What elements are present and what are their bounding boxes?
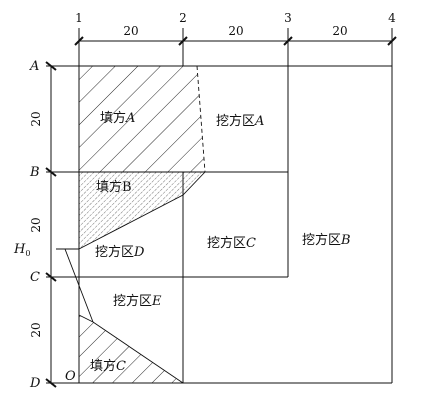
grid-letter-d: D [29, 376, 41, 391]
cut-b-label: 挖方区B [302, 232, 351, 248]
column-spacing-3: 20 [332, 24, 347, 38]
h0-subscript: 0 [25, 249, 30, 258]
origin-label: O [65, 369, 76, 384]
cut-c-label: 挖方区C [207, 235, 256, 251]
fill-region-b-hatch [79, 172, 205, 249]
fill-b-boundary [78, 171, 206, 250]
column-spacing-1: 20 [123, 24, 138, 38]
grid-number-2: 2 [179, 11, 187, 25]
h0-label: H0 [13, 242, 30, 258]
fill-a-label: 填方A [100, 110, 135, 126]
fill-a-boundary [196, 65, 206, 173]
fill-c-side [78, 314, 94, 323]
top-dimension [74, 28, 397, 66]
grid-letter-b: B [29, 165, 40, 180]
grid-number-4: 4 [388, 11, 396, 25]
row-spacing-3: 20 [29, 322, 43, 337]
left-dimension [45, 61, 57, 388]
fill-region-c-hatch [79, 315, 183, 383]
grid-letter-c: C [30, 270, 40, 285]
grid-lines [46, 41, 393, 384]
boundary-lines [56, 65, 206, 384]
h0-slope [64, 248, 94, 323]
cut-a-label: 挖方区A [216, 113, 264, 129]
grid-number-3: 3 [284, 11, 292, 25]
row-spacing-2: 20 [29, 217, 43, 232]
fill-region-a-hatch [79, 66, 205, 172]
row-spacing-1: 20 [29, 111, 43, 126]
grid-number-1: 1 [75, 11, 83, 25]
cut-d-label: 挖方区D [95, 244, 145, 260]
cut-e-label: 挖方区E [113, 293, 162, 309]
h0-letter: H [13, 242, 26, 257]
grid-letter-a: A [29, 59, 39, 74]
fill-c-label: 填方C [90, 358, 126, 374]
column-spacing-2: 20 [228, 24, 243, 38]
fill-c-boundary [92, 321, 184, 384]
fill-b-label: 填方B [96, 179, 132, 195]
